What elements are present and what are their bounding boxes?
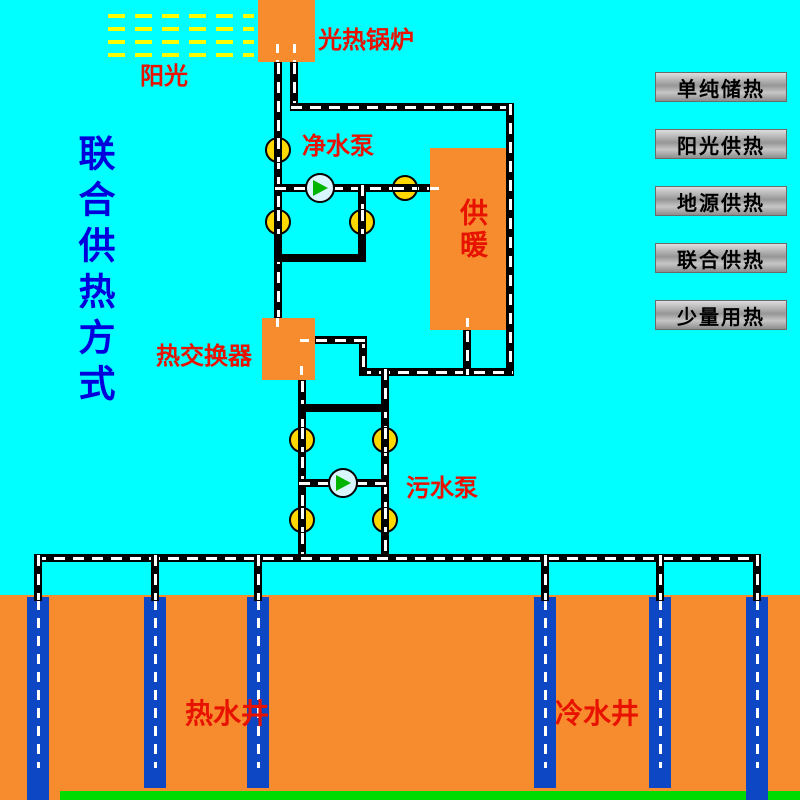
- pipe-stub: [300, 366, 303, 380]
- heat-exchanger-label: 热交换器: [156, 342, 252, 370]
- valve-pipe: [392, 184, 418, 192]
- ground-loop-left-pipe: [298, 380, 306, 562]
- cold-well-label: 冷水井: [555, 697, 640, 730]
- boiler-label: 光热锅炉: [318, 26, 414, 54]
- valve-pipe: [298, 507, 306, 533]
- valve-pipe: [298, 427, 306, 453]
- valve-pipe: [274, 137, 282, 163]
- mode-button-ground-heating[interactable]: 地源供热: [655, 186, 787, 216]
- exchanger-elbow-pipe: [359, 336, 367, 376]
- mode-button-small-usage[interactable]: 少量用热: [655, 300, 787, 330]
- valve-pipe: [381, 427, 389, 453]
- well-pipe-dash: [756, 600, 759, 768]
- sun-ray-icon: [108, 14, 254, 18]
- pipe-stub: [466, 318, 469, 330]
- bypass-pipe-black: [274, 254, 366, 262]
- pump-arrow-icon: [313, 180, 328, 196]
- sun-ray-icon: [108, 40, 254, 44]
- sun-ray-icon: [108, 53, 254, 57]
- bypass-pipe-black: [274, 232, 282, 262]
- well-pipe-dash: [154, 600, 157, 768]
- sun-ray-icon: [108, 27, 254, 31]
- mode-button-combined-heating[interactable]: 联合供热: [655, 243, 787, 273]
- valve-pipe: [274, 209, 282, 235]
- well-drop-pipe: [254, 554, 262, 601]
- aquifer-strip: [60, 791, 800, 800]
- ground-loop-black-pipe: [298, 404, 389, 412]
- well-pipe-dash: [544, 600, 547, 768]
- radiator-supply-pipe: [274, 184, 430, 192]
- valve-pipe: [358, 209, 366, 235]
- valve-pipe: [381, 507, 389, 533]
- well-pipe-dash: [659, 600, 662, 768]
- pipe-stub: [430, 187, 440, 190]
- ground-loop-right-pipe: [381, 368, 389, 562]
- well-drop-pipe: [541, 554, 549, 601]
- well-drop-pipe: [656, 554, 664, 601]
- well-drop-pipe: [34, 554, 42, 601]
- heat-exchanger-box: [262, 318, 315, 380]
- well-drop-pipe: [753, 554, 761, 601]
- bypass-pipe: [358, 184, 366, 226]
- right-riser-pipe: [506, 103, 514, 376]
- exchanger-outlet-pipe: [315, 336, 367, 344]
- clean-pump-label: 净水泵: [302, 132, 374, 160]
- diagram-title: 联合供热方式: [72, 134, 115, 410]
- mode-button-pure-storage[interactable]: 单纯储热: [655, 72, 787, 102]
- bypass-pipe-black: [358, 226, 366, 262]
- pump-arrow-icon: [336, 475, 351, 491]
- hot-well-label: 热水井: [185, 697, 270, 730]
- well-drop-pipe: [151, 554, 159, 601]
- boiler-box: [258, 0, 315, 62]
- ground: [0, 595, 800, 800]
- pump-icon: [305, 173, 335, 203]
- boiler-outlet-pipe: [290, 62, 298, 111]
- heating-box: [430, 148, 508, 330]
- well-pipe-dash: [257, 600, 260, 768]
- sun-label: 阳光: [140, 62, 188, 90]
- pipe-stub: [300, 339, 315, 342]
- pump-icon: [328, 468, 358, 498]
- lower-return-pipe: [359, 368, 514, 376]
- top-return-pipe: [290, 103, 514, 111]
- sewage-pump-label: 污水泵: [406, 474, 478, 502]
- well-header-pipe: [34, 554, 761, 562]
- mode-button-solar-heating[interactable]: 阳光供热: [655, 129, 787, 159]
- pipe-stub: [293, 44, 296, 62]
- pipe-stub: [276, 318, 279, 332]
- heating-label: 供暖: [456, 198, 489, 262]
- well-pipe-dash: [37, 600, 40, 768]
- pipe-stub: [276, 44, 279, 62]
- radiator-return-pipe: [463, 330, 471, 376]
